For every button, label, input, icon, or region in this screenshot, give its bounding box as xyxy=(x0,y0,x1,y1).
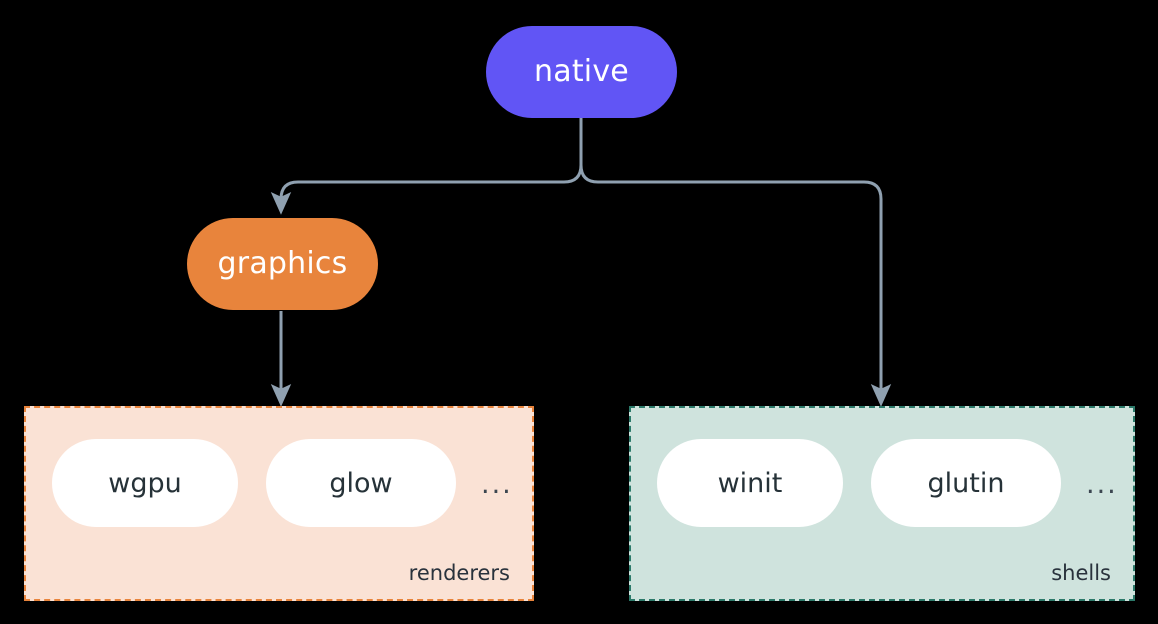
edge-native-to-shells xyxy=(579,118,892,407)
cluster-renderers: wgpu glow ... renderers xyxy=(24,406,534,601)
node-graphics[interactable]: graphics xyxy=(187,218,378,310)
node-native-label: native xyxy=(534,54,629,89)
leaf-node-winit-label: winit xyxy=(717,467,783,499)
cluster-shells: winit glutin ... shells xyxy=(629,406,1135,601)
node-graphics-label: graphics xyxy=(217,246,348,281)
leaf-node-glutin[interactable]: glutin xyxy=(871,439,1061,527)
leaf-node-winit[interactable]: winit xyxy=(657,439,843,527)
cluster-shells-title: shells xyxy=(1051,561,1111,585)
cluster-renderers-title: renderers xyxy=(408,561,510,585)
node-native[interactable]: native xyxy=(486,26,677,118)
leaf-node-glutin-label: glutin xyxy=(927,467,1005,499)
edge-native-to-graphics xyxy=(270,118,583,215)
leaf-node-glow-label: glow xyxy=(329,467,393,499)
leaf-node-wgpu-label: wgpu xyxy=(108,467,182,499)
leaf-node-glow[interactable]: glow xyxy=(266,439,456,527)
renderers-overflow-ellipsis: ... xyxy=(481,469,513,500)
leaf-node-wgpu[interactable]: wgpu xyxy=(52,439,238,527)
shells-overflow-ellipsis: ... xyxy=(1086,469,1118,500)
